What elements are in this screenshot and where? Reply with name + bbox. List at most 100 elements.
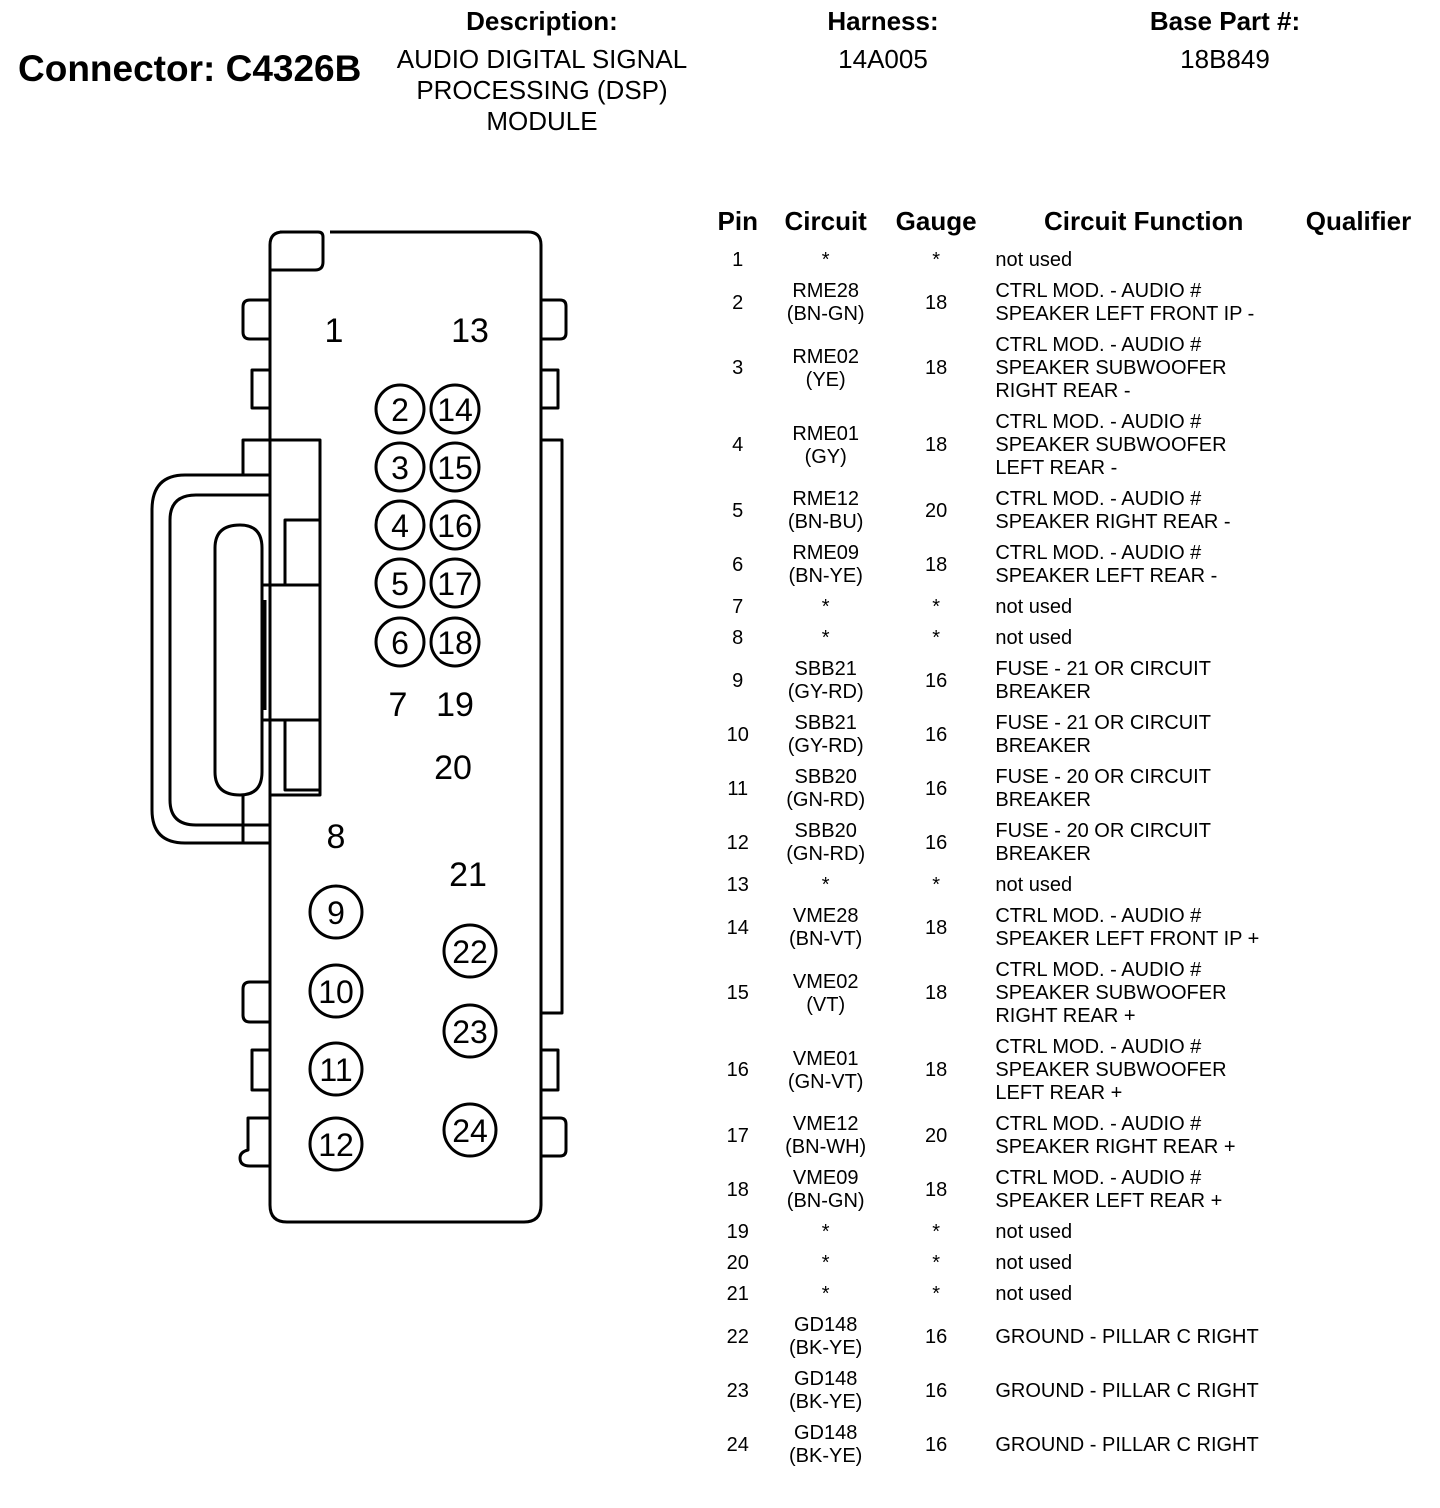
col-header-circuit-function: Circuit Function xyxy=(1044,205,1244,236)
cell-gauge: 18 xyxy=(925,916,948,939)
cell-qualifier xyxy=(1292,245,1425,276)
cell-circuit-function: CTRL MOD. - AUDIO # SPEAKER SUBWOOFER LE… xyxy=(995,411,1227,479)
cell-pin: 1 xyxy=(732,249,744,271)
cell-circuit: * xyxy=(821,627,830,649)
cell-gauge: 20 xyxy=(925,499,948,522)
cell-circuit: * xyxy=(821,1252,830,1274)
cell-qualifier xyxy=(1292,1032,1425,1109)
base-part-block: Base Part #: 18B849 xyxy=(1120,6,1330,75)
pin-circle-5 xyxy=(374,557,426,609)
cell-qualifier xyxy=(1292,762,1425,816)
cell-qualifier xyxy=(1292,330,1425,407)
pin-circle-10 xyxy=(308,963,364,1019)
cell-qualifier xyxy=(1292,654,1425,708)
cell-circuit-function: not used xyxy=(995,1252,1073,1274)
cell-circuit-function: not used xyxy=(995,627,1073,649)
cell-gauge: * xyxy=(932,596,941,618)
cell-circuit-function: CTRL MOD. - AUDIO # SPEAKER SUBWOOFER LE… xyxy=(995,1036,1227,1104)
cell-circuit-function: not used xyxy=(995,1283,1073,1305)
pin-label-19: 19 xyxy=(436,686,474,724)
col-header-circuit: Circuit xyxy=(784,205,867,236)
pin-label-12: 12 xyxy=(318,1127,354,1163)
cell-circuit-function: CTRL MOD. - AUDIO # SPEAKER LEFT REAR - xyxy=(995,542,1218,587)
cell-pin: 16 xyxy=(726,1059,749,1081)
table-row: 8**not used xyxy=(705,623,1425,654)
cell-circuit: RME01 (GY) xyxy=(792,422,860,468)
cell-pin: 21 xyxy=(726,1283,749,1305)
table-row: 7**not used xyxy=(705,592,1425,623)
cell-qualifier xyxy=(1292,276,1425,330)
pin-circle-12 xyxy=(308,1116,364,1172)
table-row: 13**not used xyxy=(705,870,1425,901)
cell-gauge: 18 xyxy=(925,1178,948,1201)
cell-gauge: * xyxy=(932,1252,941,1274)
pin-label-5: 5 xyxy=(391,566,409,602)
cell-qualifier xyxy=(1292,955,1425,1032)
cell-circuit-function: GROUND - PILLAR C RIGHT xyxy=(995,1325,1259,1348)
description-label: Description: xyxy=(466,6,618,36)
cell-circuit: SBB21 (GY-RD) xyxy=(787,712,864,757)
pin-label-24: 24 xyxy=(452,1113,488,1149)
cell-qualifier xyxy=(1292,592,1425,623)
pin-label-14: 14 xyxy=(437,392,473,428)
cell-gauge: * xyxy=(932,874,941,896)
cell-circuit: SBB21 (GY-RD) xyxy=(787,658,864,703)
cell-circuit: GD148 (BK-YE) xyxy=(789,1368,863,1413)
cell-circuit-function: CTRL MOD. - AUDIO # SPEAKER LEFT FRONT I… xyxy=(995,905,1260,950)
cell-circuit-function: FUSE - 20 OR CIRCUIT BREAKER xyxy=(995,766,1211,811)
cell-circuit-function: CTRL MOD. - AUDIO # SPEAKER LEFT REAR + xyxy=(995,1167,1223,1212)
pin-label-10: 10 xyxy=(318,974,354,1010)
cell-circuit: GD148 (BK-YE) xyxy=(789,1314,863,1359)
description-block: Description: AUDIO DIGITAL SIGNAL PROCES… xyxy=(372,6,712,137)
cell-circuit: * xyxy=(821,596,830,618)
pin-label-1: 1 xyxy=(325,312,344,350)
cell-gauge: 16 xyxy=(925,723,948,746)
col-header-qualifier: Qualifier xyxy=(1305,205,1412,236)
pin-circle-17 xyxy=(429,557,481,609)
cell-qualifier xyxy=(1292,484,1425,538)
cell-qualifier xyxy=(1292,623,1425,654)
cell-pin: 24 xyxy=(726,1433,749,1456)
base-part-label: Base Part #: xyxy=(1149,6,1301,36)
pin-label-21: 21 xyxy=(449,856,487,894)
cell-qualifier xyxy=(1292,870,1425,901)
cell-qualifier xyxy=(1292,407,1425,484)
cell-gauge: 16 xyxy=(925,1325,948,1348)
pinout-table: Pin Circuit Gauge Circuit Function Quali… xyxy=(705,203,1425,1472)
connector-title: Connector: C4326B xyxy=(18,48,362,89)
cell-gauge: 16 xyxy=(925,1379,948,1402)
cell-pin: 20 xyxy=(726,1252,749,1274)
cell-qualifier xyxy=(1292,1364,1425,1418)
pin-circle-2 xyxy=(374,383,426,435)
cell-pin: 2 xyxy=(732,291,744,314)
cell-circuit: VME28 (BN-VT) xyxy=(789,905,863,950)
cell-gauge: 16 xyxy=(925,669,948,692)
pin-label-3: 3 xyxy=(391,450,409,486)
col-header-gauge: Gauge xyxy=(895,205,977,236)
cell-gauge: 18 xyxy=(925,1059,948,1081)
cell-qualifier xyxy=(1292,816,1425,870)
cell-pin: 5 xyxy=(732,499,744,522)
cell-gauge: 18 xyxy=(925,291,948,314)
cell-pin: 19 xyxy=(726,1221,749,1243)
cell-circuit: VME02 (VT) xyxy=(792,970,859,1016)
pin-circle-3 xyxy=(374,441,426,493)
pin-circle-15 xyxy=(429,441,481,493)
harness-label: Harness: xyxy=(827,6,939,36)
cell-gauge: 16 xyxy=(925,777,948,800)
cell-circuit: RME02 (YE) xyxy=(792,345,860,391)
cell-circuit-function: GROUND - PILLAR C RIGHT xyxy=(995,1379,1259,1402)
cell-pin: 13 xyxy=(726,874,749,896)
pin-label-18: 18 xyxy=(437,625,473,661)
cell-circuit: VME01 (GN-VT) xyxy=(787,1047,864,1093)
